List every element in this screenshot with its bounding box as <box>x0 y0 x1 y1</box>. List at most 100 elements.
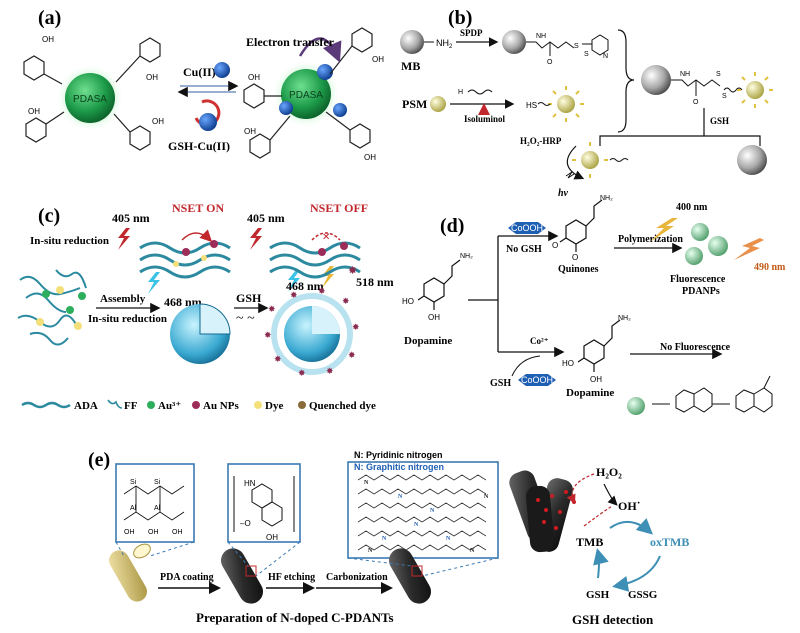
nh2-label: NH₂ <box>600 195 613 202</box>
co2-label: Co²⁺ <box>530 336 549 346</box>
tube-halloysite <box>109 543 151 602</box>
s-label: S <box>716 71 721 78</box>
oh-label: OH <box>28 107 40 116</box>
no-gsh-label: No GSH <box>506 244 542 255</box>
oh-label: OH <box>172 529 183 536</box>
svg-text:✸: ✸ <box>326 366 334 376</box>
405nm-label: 405 nm <box>247 211 285 225</box>
spdp-label: SPDP <box>460 28 483 38</box>
svg-text:✸: ✸ <box>268 304 276 314</box>
pdasa-core-right <box>281 69 331 119</box>
oh-label: OH <box>590 375 602 384</box>
svg-text:N: N <box>414 522 419 528</box>
o-label: O <box>547 59 553 66</box>
conjugate-product: NH O S S <box>641 65 773 108</box>
468nm-label: 468 nm <box>286 279 324 293</box>
graphitic-label: N: Graphitic nitrogen <box>354 462 444 472</box>
svg-text:✸: ✸ <box>342 296 350 306</box>
mb-label: MB <box>401 59 420 73</box>
490nm-label: 490 nm <box>754 262 786 273</box>
pdanp <box>685 247 703 265</box>
fluorescence-label: Fluorescence <box>670 274 726 285</box>
oh-label: OH <box>248 73 260 82</box>
pdanps-label: PDANPs <box>682 286 720 297</box>
panel-a: (a) PDASA OH OH OH OH Cu(II) <box>23 7 384 162</box>
nh-label: NH <box>536 33 546 40</box>
pdasa-core-left <box>65 73 115 123</box>
psm-released <box>581 151 599 169</box>
gsh-label: GSH <box>586 589 610 601</box>
svg-text:N: N <box>484 494 489 500</box>
oh-label: OH <box>146 73 158 82</box>
oh-radical-label: OH˙ <box>618 499 641 513</box>
inset-pda <box>227 463 301 543</box>
400nm-label: 400 nm <box>676 202 708 213</box>
oxtmb-label: oxTMB <box>650 535 689 549</box>
pdanp <box>691 223 709 241</box>
o-minus-label: –O <box>240 519 251 528</box>
phenol-ring <box>25 117 47 143</box>
quinones-label: Quinones <box>558 264 599 275</box>
pdasa-complex-right: PDASA OH OH OH OH Electron transfer <box>243 27 384 162</box>
oh-label: OH <box>244 127 256 136</box>
ho-label: HO <box>562 359 574 368</box>
svg-text:N: N <box>368 548 373 554</box>
coooh-label: CoOOH <box>511 223 543 233</box>
panel-c: (c) 405 nm NSET ON 405 nm NSET OFF In-si… <box>17 201 394 412</box>
mb-released <box>737 145 767 175</box>
svg-text:✸: ✸ <box>348 350 356 360</box>
si-label: Si <box>154 479 161 486</box>
nh-label: NH <box>680 71 690 78</box>
svg-text:✸: ✸ <box>290 290 298 300</box>
oh-label: OH <box>152 117 164 126</box>
coooh-badge <box>508 222 546 234</box>
legend-quenched-dye: Quenched dye <box>309 400 376 412</box>
hf-etching-label: HF etching <box>268 572 315 583</box>
oh-label: OH <box>428 313 440 322</box>
lightning-icon <box>118 228 130 250</box>
caption-preparation: Preparation of N-doped C-PDANTs <box>196 610 394 625</box>
h2o2-hrp-label: H₂O₂-HRP <box>520 136 562 146</box>
lightning-icon <box>148 272 160 294</box>
svg-text:N: N <box>382 536 387 542</box>
pdanp <box>708 236 728 256</box>
dispersed-ada <box>17 269 87 346</box>
legend-au3: Au³⁺ <box>158 400 181 412</box>
hn-label: HN <box>244 479 256 488</box>
pdasa-core-label: PDASA <box>73 94 107 105</box>
psm-bead <box>430 96 446 112</box>
lightning-icon <box>650 218 678 242</box>
si-label: Si <box>130 479 137 486</box>
panel-d: (d) NH₂ HO OH Dopamine CoOOH No GSH NH₂ … <box>402 195 786 415</box>
h2o2-label: H₂O₂ <box>596 465 622 479</box>
nset-off-label: NSET OFF <box>310 201 368 215</box>
lightning-icon <box>734 238 764 260</box>
cross-mark: ✕ <box>322 232 330 243</box>
tube-carbonized <box>389 548 431 604</box>
panel-a-label: (a) <box>38 7 61 29</box>
lightning-icon <box>322 266 334 288</box>
oh-label: OH <box>266 533 278 542</box>
gsh-label: GSH <box>236 291 262 305</box>
nset-on-label: NSET ON <box>172 201 224 215</box>
tilde: ~ ~ <box>236 311 255 326</box>
s-label: S <box>722 93 727 100</box>
ff-icon <box>107 399 123 409</box>
panel-c-legend: ADA FF Au³⁺ Au NPs Dye Quenched dye <box>21 399 376 412</box>
mb-bead <box>400 30 424 54</box>
svg-text:✸: ✸ <box>352 322 360 332</box>
isoluminol-label: Isoluminol <box>464 114 506 124</box>
legend-ff: FF <box>124 400 138 412</box>
panel-b: (b) NH2 MB SPDP NH O S S N PSM H Isolumi… <box>400 7 773 199</box>
electron-transfer-arrow <box>298 37 342 63</box>
pdasa-core-label: PDASA <box>289 90 323 101</box>
gsh-label: GSH <box>710 116 729 126</box>
oh-label: OH <box>372 55 384 64</box>
brace <box>617 29 635 133</box>
legend-aunps: Au NPs <box>203 400 239 412</box>
legend-ada: ADA <box>74 400 98 412</box>
cu-label: Cu(II) <box>183 65 216 79</box>
pdasa-complex-left: PDASA OH OH OH OH <box>23 35 164 151</box>
svg-text:✸: ✸ <box>274 354 282 364</box>
